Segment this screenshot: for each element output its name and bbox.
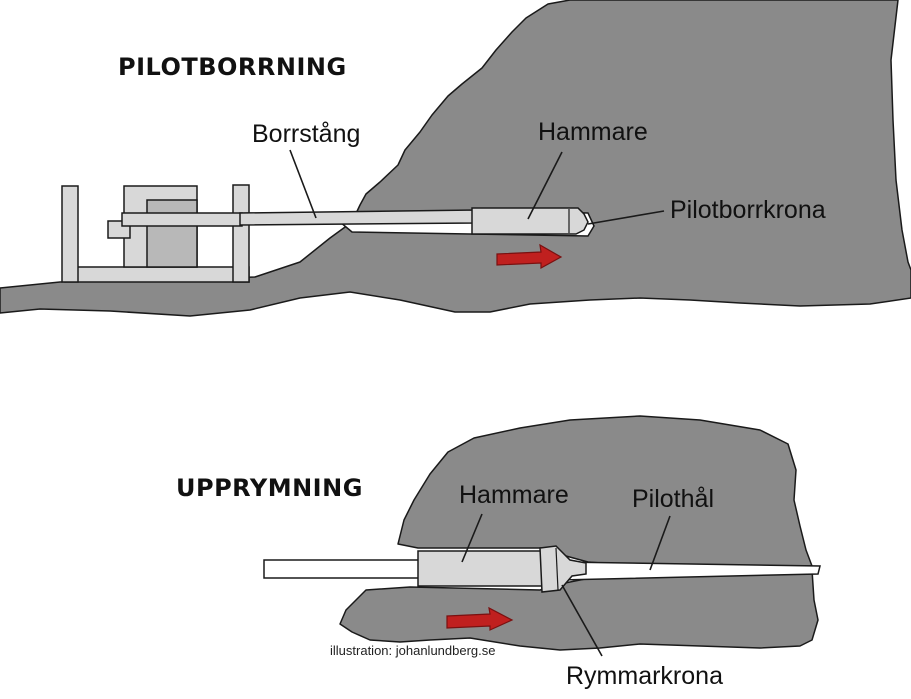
leader-borrstang xyxy=(289,149,317,219)
leader-pilothal xyxy=(649,515,671,571)
rock-lower-bottom xyxy=(339,569,819,651)
leader-pilotborrkrona xyxy=(587,210,665,225)
leader-rymmarkrona xyxy=(561,584,603,657)
label-borrstang: Borrstång xyxy=(252,120,361,148)
reaming-hammer xyxy=(417,550,545,587)
reamer-bit xyxy=(539,545,587,593)
label-pilotborrkrona: Pilotborrkrona xyxy=(670,196,826,224)
reaming-scene xyxy=(263,415,821,657)
label-rymmarkrona: Rymmarkrona xyxy=(566,662,723,690)
title-upprymning: UPPRYMNING xyxy=(176,474,363,502)
drill-rod-rig-section xyxy=(121,212,243,227)
pilot-hammer xyxy=(471,207,589,235)
rock-upper-bottom xyxy=(397,415,813,567)
leader-hammare-bottom xyxy=(461,513,483,563)
drill-rod-bottom xyxy=(263,559,421,579)
direction-arrow-top xyxy=(496,243,563,270)
leader-hammare-top xyxy=(527,151,563,220)
illustration-credit: illustration: johanlundberg.se xyxy=(330,643,496,658)
rig-carriage xyxy=(146,199,198,268)
label-pilothal: Pilothål xyxy=(632,485,714,513)
label-hammare-bottom: Hammare xyxy=(459,481,569,509)
rig-left-post xyxy=(61,185,79,283)
rig-base xyxy=(64,266,250,283)
rig-right-post xyxy=(232,184,250,283)
rock-mass-top xyxy=(0,0,911,317)
pilot-drilling-scene xyxy=(0,0,911,317)
drilling-rig xyxy=(61,184,250,283)
direction-arrow-bottom xyxy=(446,606,514,631)
label-hammare-top: Hammare xyxy=(538,118,648,146)
title-pilotborrning: PILOTBORRNING xyxy=(118,53,347,81)
reamer-bit-seam xyxy=(555,547,559,591)
drill-rod xyxy=(239,209,477,226)
